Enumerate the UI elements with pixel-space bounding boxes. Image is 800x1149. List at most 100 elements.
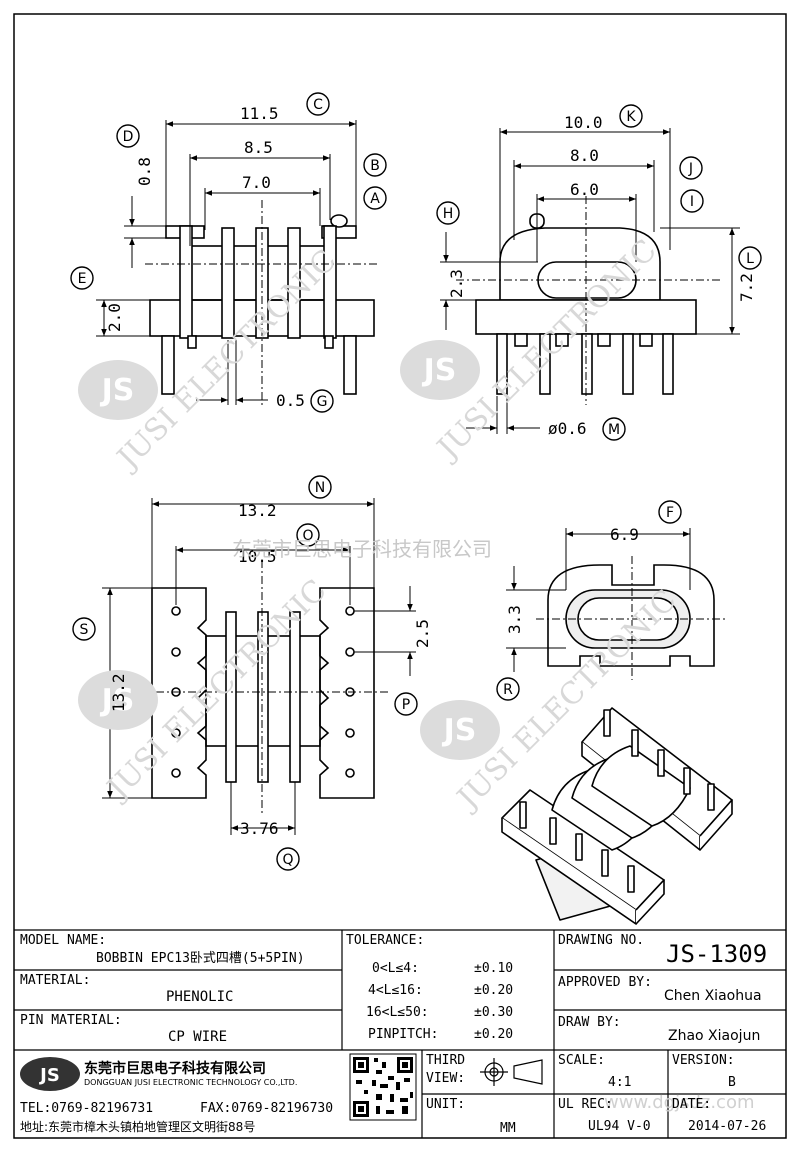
approved-by-value: Chen Xiaohua (664, 988, 762, 1004)
date-value: 2014-07-26 (688, 1119, 767, 1134)
dimension-labels: 11.5 8.5 7.0 0.8 2.0 0.5 10.0 8.0 6.0 2.… (105, 104, 756, 838)
sheet-border (13, 13, 787, 1139)
letter-c: C (313, 97, 323, 113)
letter-s: S (80, 622, 89, 638)
dim-k: 10.0 (564, 113, 603, 132)
watermark-js-1: JS (100, 373, 135, 408)
watermark-js-3: JS (100, 683, 135, 718)
letter-f: F (666, 505, 674, 521)
scale-label: SCALE: (558, 1053, 605, 1068)
company-fax: FAX:0769-82196730 (200, 1101, 334, 1116)
material-label: MATERIAL: (20, 973, 91, 988)
isometric-view (501, 707, 733, 925)
circled-letter-text: A B C D E F G H I J K L M N O P Q R S (78, 97, 755, 868)
letter-j: J (688, 161, 693, 177)
dim-n: 13.2 (238, 501, 277, 520)
approved-by-label: APPROVED BY: (558, 975, 652, 990)
ul-rec-value: UL94 V-0 (588, 1119, 651, 1134)
dim-q: 3.76 (240, 819, 279, 838)
watermark-logos (78, 340, 500, 760)
pin-material-value: CP WIRE (168, 1029, 228, 1045)
dim-s: 13.2 (109, 673, 128, 712)
dim-i: 6.0 (570, 180, 599, 199)
tolerance-label: TOLERANCE: (346, 933, 425, 948)
dim-p: 2.5 (413, 619, 432, 648)
unit-label: UNIT: (426, 1097, 466, 1112)
letter-l: L (746, 251, 754, 267)
watermark-logo-text: JS JS JS JS (100, 353, 477, 748)
bottom-view-dimensions (102, 498, 416, 835)
dim-b: 8.5 (244, 138, 273, 157)
company-name-en: DONGGUAN JUSI ELECTRONIC TECHNOLOGY CO.,… (84, 1078, 298, 1087)
material-value: PHENOLIC (166, 989, 234, 1005)
qr-code (349, 1053, 417, 1121)
tolerance-value-3: ±0.30 (474, 1005, 514, 1020)
watermark-js-2: JS (422, 353, 457, 388)
letter-g: G (317, 394, 328, 410)
dim-d: 0.8 (135, 157, 154, 186)
watermark-site: www.dgjsdz.com (604, 1092, 755, 1113)
projection-symbol (480, 1058, 543, 1086)
watermark-js-4: JS (442, 713, 477, 748)
company-tel: TEL:0769-82196731 (20, 1101, 154, 1116)
dim-c: 11.5 (240, 104, 279, 123)
third-view-label-1: THIRD (426, 1053, 466, 1068)
dim-h: 2.3 (447, 269, 466, 298)
date-label: DATE: (672, 1097, 712, 1112)
tolerance-range-3: 16<L≤50: (366, 1005, 429, 1020)
front-view (149, 214, 375, 395)
ul-rec-label: UL REC: (558, 1097, 613, 1112)
circled-letters (70, 92, 762, 871)
dim-e: 2.0 (105, 303, 124, 332)
letter-q: Q (282, 852, 293, 868)
draw-by-label: DRAW BY: (558, 1015, 621, 1030)
letter-n: N (315, 480, 325, 496)
front-view-dimensions (96, 120, 357, 405)
scale-value: 4:1 (608, 1075, 632, 1090)
bottom-view (151, 587, 375, 799)
tolerance-range-2: 4<L≤16: (368, 983, 423, 998)
drawing-no-label: DRAWING NO. (558, 933, 645, 948)
tolerance-range-1: 0<L≤4: (372, 961, 419, 976)
version-value: B (728, 1075, 736, 1090)
model-name-value: BOBBIN EPC13卧式四槽(5+5PIN) (96, 951, 305, 966)
title-block-grid (14, 929, 786, 1138)
unit-value: MM (500, 1121, 516, 1136)
side-view-dimensions (440, 128, 740, 434)
company-logo: JS (20, 1057, 80, 1091)
letter-e: E (78, 271, 87, 287)
draw-by-value: Zhao Xiaojun (668, 1028, 761, 1044)
dim-j: 8.0 (570, 146, 599, 165)
drawing-no-value: JS-1309 (666, 940, 768, 968)
letter-r: R (503, 682, 513, 698)
section-view-dimensions (506, 528, 691, 672)
dim-a: 7.0 (242, 173, 271, 192)
dim-r: 3.3 (505, 605, 524, 634)
dim-f: 6.9 (610, 525, 639, 544)
letter-d: D (123, 129, 134, 145)
letter-a: A (370, 191, 380, 207)
watermark-company-cn: 东莞市巨思电子科技有限公司 (232, 537, 492, 561)
version-label: VERSION: (672, 1053, 735, 1068)
company-address: 地址:东莞市樟木头镇柏地管理区文明街88号 (20, 1120, 256, 1134)
tolerance-value-2: ±0.20 (474, 983, 514, 998)
third-view-label-2: VIEW: (426, 1071, 466, 1086)
letter-o: O (302, 528, 313, 544)
letter-k: K (626, 109, 636, 125)
pin-material-label: PIN MATERIAL: (20, 1013, 122, 1028)
model-name-label: MODEL NAME: (20, 933, 107, 948)
letter-h: H (443, 206, 454, 222)
tolerance-value-1: ±0.10 (474, 961, 514, 976)
letter-p: P (402, 697, 410, 713)
svg-text:JS: JS (38, 1065, 60, 1086)
dim-g: 0.5 (276, 391, 305, 410)
dim-l: 7.2 (737, 273, 756, 302)
tolerance-range-4: PINPITCH: (368, 1027, 439, 1042)
dim-o: 10.5 (238, 547, 277, 566)
letter-b: B (370, 158, 380, 174)
letter-i: I (690, 194, 694, 210)
company-name-cn: 东莞市巨思电子科技有限公司 (84, 1061, 266, 1077)
letter-m: M (608, 422, 620, 438)
tolerance-value-4: ±0.20 (474, 1027, 514, 1042)
